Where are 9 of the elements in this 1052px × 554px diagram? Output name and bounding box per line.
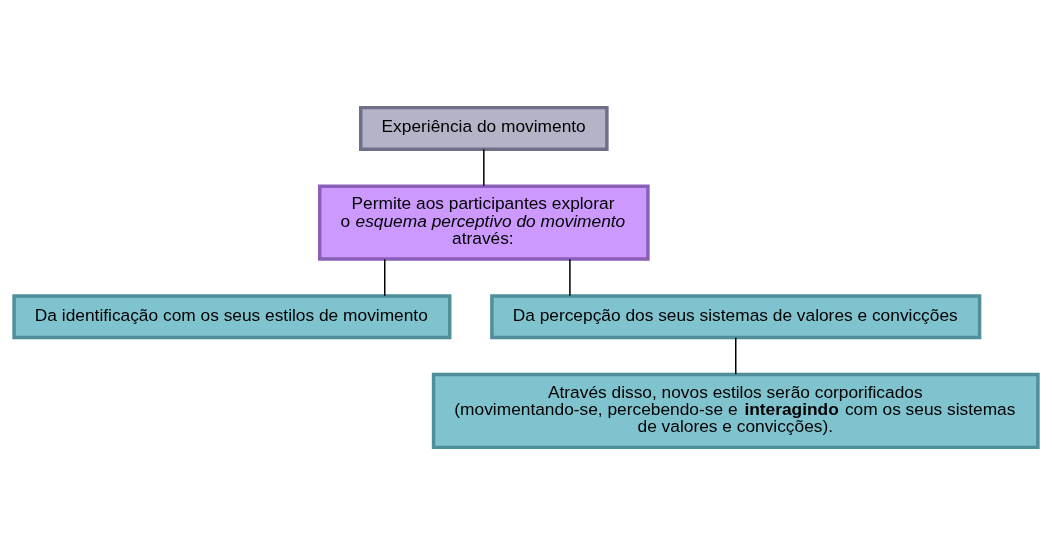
- node-box: Da percepção dos seus sistemas de valores e convicções: [490, 293, 982, 339]
- node-box: Permite aos participantes explorar o esquema perceptivo do movimento através:: [318, 183, 650, 261]
- node-box: Experiência do movimento: [359, 105, 609, 151]
- connector: [383, 258, 386, 297]
- connector: [735, 336, 737, 375]
- node-box: Da identificação com os seus estilos de movimento: [12, 293, 452, 339]
- connector: [483, 148, 485, 187]
- connector: [569, 258, 571, 297]
- node-box: Através disso, novos estilos serão corporificados (movimentando-se, percebendo-se e interagindo com os seus sistemas de valores e convicções).: [431, 372, 1040, 449]
